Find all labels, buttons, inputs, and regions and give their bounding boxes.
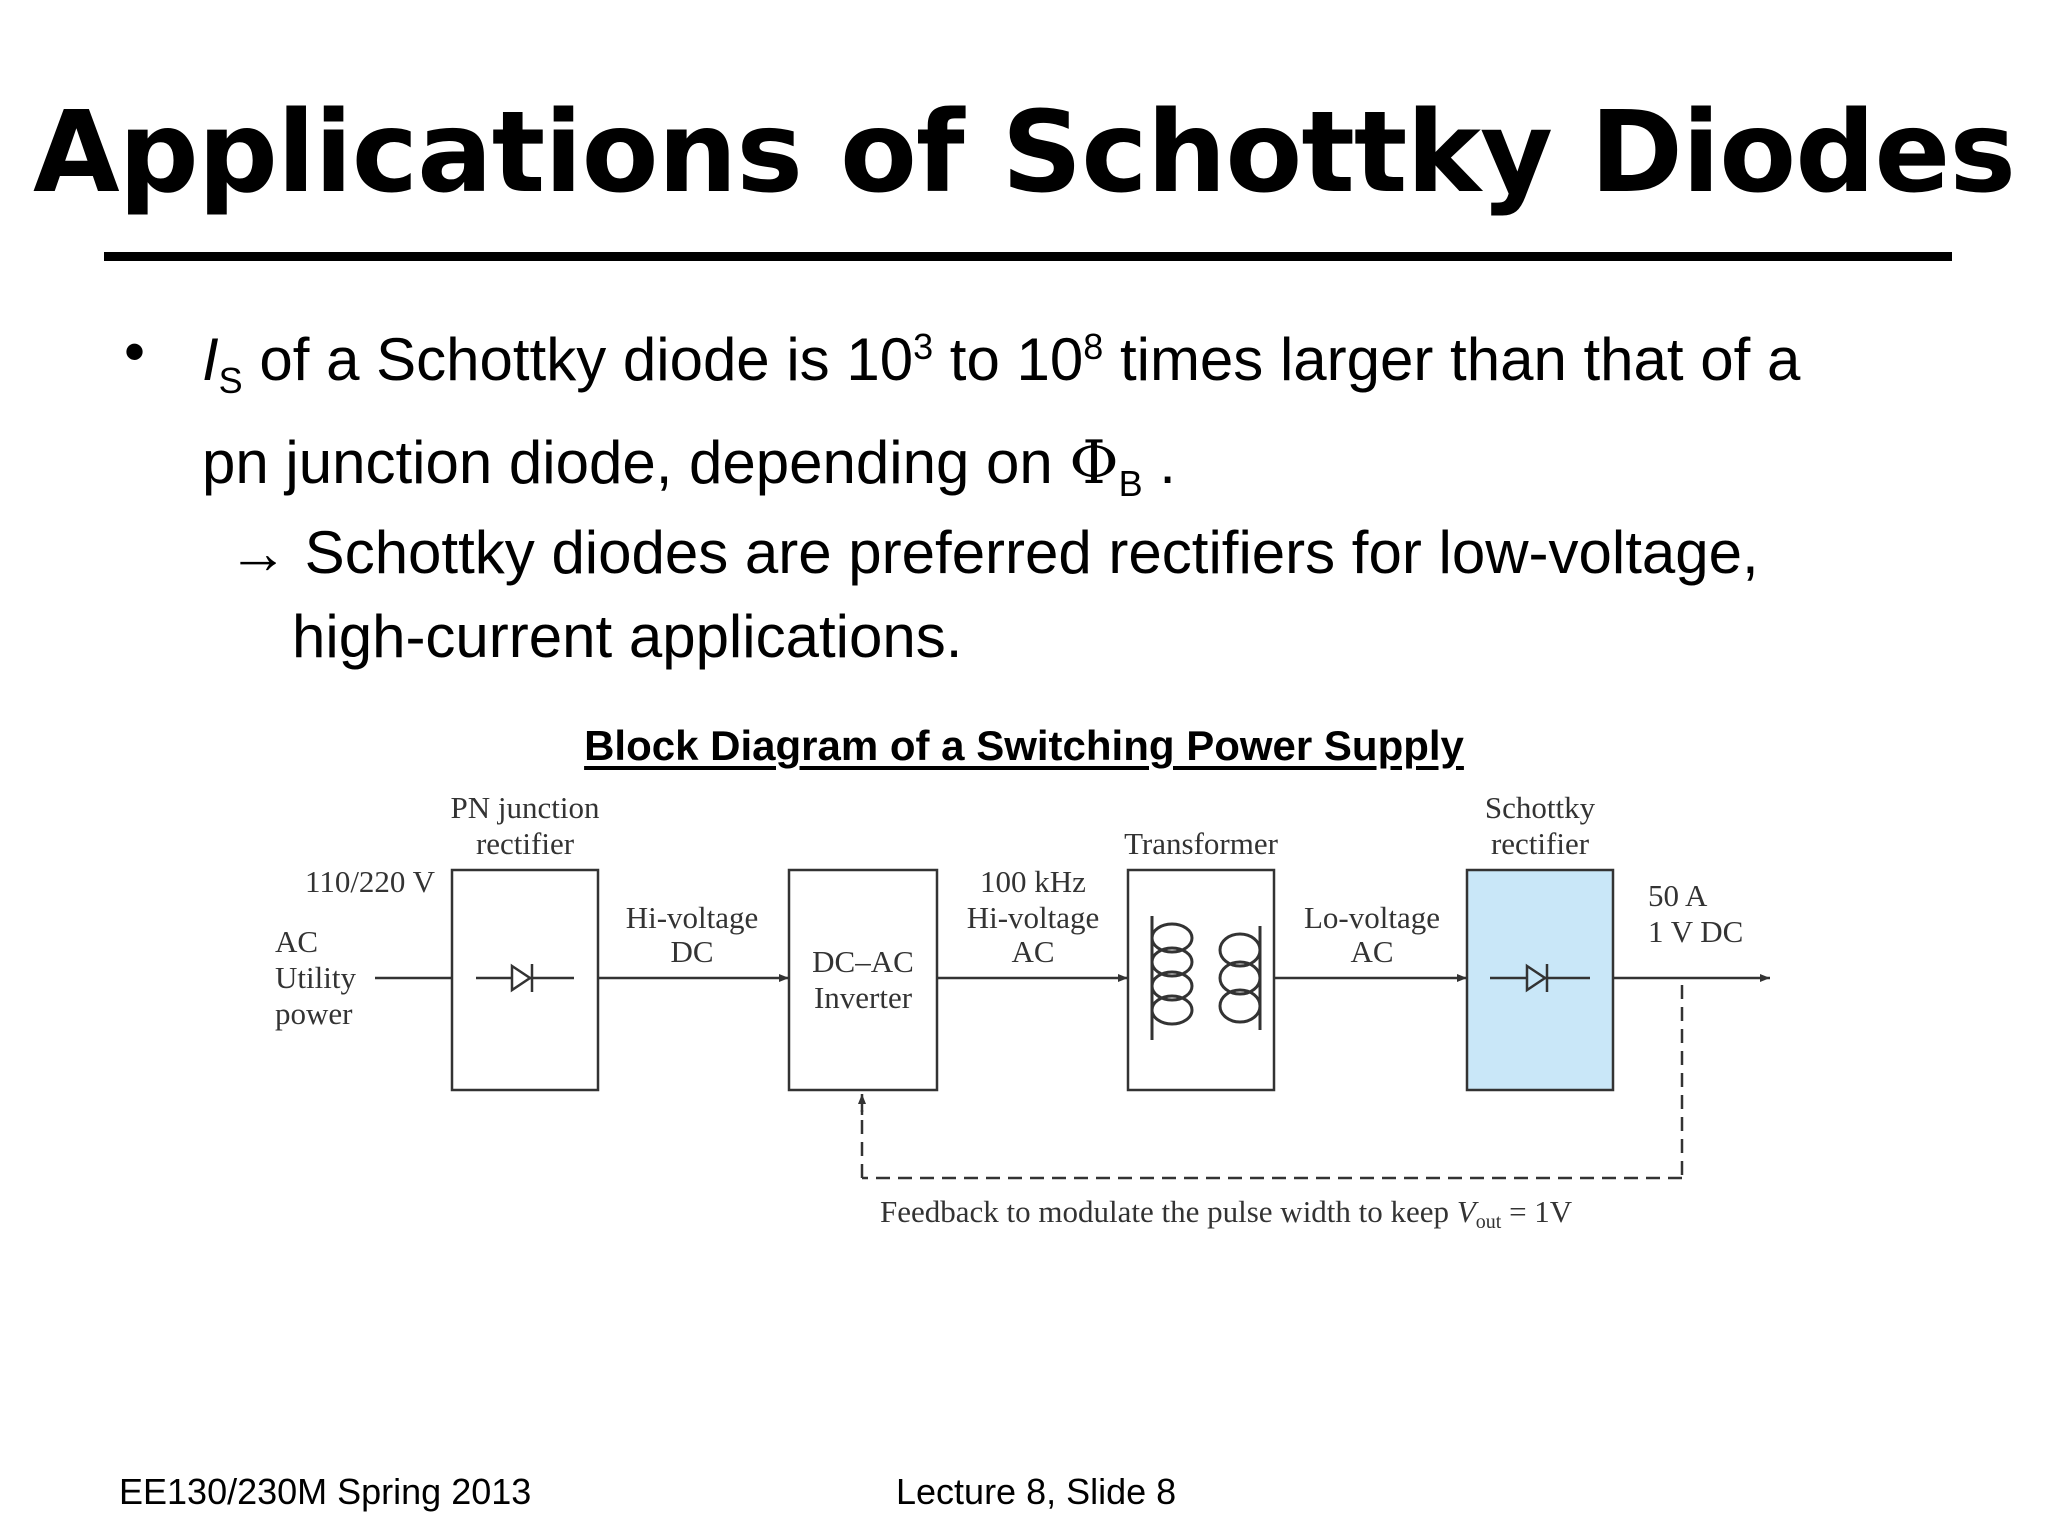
inverter-label-1: DC–AC	[812, 944, 914, 979]
output-label-current: 50 A	[1648, 878, 1708, 913]
hv-ac-label-1: 100 kHz	[980, 864, 1086, 899]
bullet-line2: pn junction diode, depending on	[202, 429, 1070, 496]
bullet-text: IS of a Schottky diode is 103 to 108 tim…	[202, 306, 1962, 525]
input-label-ac: AC	[275, 924, 318, 959]
bullet-part1: of a Schottky diode is 10	[242, 326, 914, 393]
bullet-part3: times larger than that of a	[1103, 326, 1801, 393]
subpoint-text-1: Schottky diodes are preferred rectifiers…	[288, 519, 1759, 586]
transformer-box	[1126, 868, 1276, 1092]
slide-number: Lecture 8, Slide 8	[896, 1471, 1177, 1512]
arrow-icon: →	[228, 519, 288, 586]
bullet-line2-end: .	[1142, 429, 1176, 496]
slide-title: Applications of Schottky Diodes	[32, 88, 2016, 218]
pn-rectifier-label-1: PN junction	[451, 790, 600, 825]
pn-diode-icon	[476, 963, 574, 993]
schottky-label-2: rectifier	[1491, 826, 1590, 861]
feedback-path	[860, 985, 1684, 1180]
course-label: EE130/230M Spring 2013	[119, 1471, 532, 1512]
schottky-rectifier-box	[1465, 868, 1615, 1092]
exponent-8: 8	[1083, 326, 1104, 367]
subpoint-line2: high-current applications.	[292, 603, 963, 670]
output-label-voltage: 1 V DC	[1648, 914, 1743, 949]
hv-ac-label-2: Hi-voltage	[967, 900, 1100, 935]
phi-subscript: B	[1118, 463, 1143, 504]
transformer-coil-icon	[1150, 916, 1262, 1040]
lv-ac-label-1: Lo-voltage	[1304, 900, 1440, 935]
transformer-label: Transformer	[1124, 826, 1279, 861]
phi-symbol: Φ	[1069, 428, 1119, 498]
subpoint-line1: → Schottky diodes are preferred rectifie…	[228, 512, 1948, 594]
lv-ac-label-2: AC	[1350, 934, 1393, 969]
hv-dc-label-2: DC	[670, 934, 713, 969]
input-label-power: power	[275, 996, 353, 1031]
exponent-3: 3	[913, 326, 934, 367]
pn-rectifier-label-2: rectifier	[476, 826, 575, 861]
diagram-caption: Block Diagram of a Switching Power Suppl…	[584, 722, 1464, 769]
schottky-label-1: Schottky	[1485, 790, 1596, 825]
bullet-marker: •	[124, 318, 146, 385]
input-label-utility: Utility	[275, 960, 356, 995]
inverter-box	[787, 868, 939, 1092]
inverter-label-2: Inverter	[814, 980, 913, 1015]
is-symbol: I	[202, 326, 219, 393]
title-divider	[104, 252, 1952, 261]
feedback-label: Feedback to modulate the pulse width to …	[880, 1194, 1573, 1233]
hv-ac-label-3: AC	[1011, 934, 1054, 969]
input-voltage-label: 110/220 V	[305, 864, 436, 899]
hv-dc-label-1: Hi-voltage	[626, 900, 759, 935]
schottky-diode-icon	[1490, 963, 1590, 993]
is-subscript: S	[218, 360, 243, 401]
bullet-part2: to 10	[933, 326, 1084, 393]
